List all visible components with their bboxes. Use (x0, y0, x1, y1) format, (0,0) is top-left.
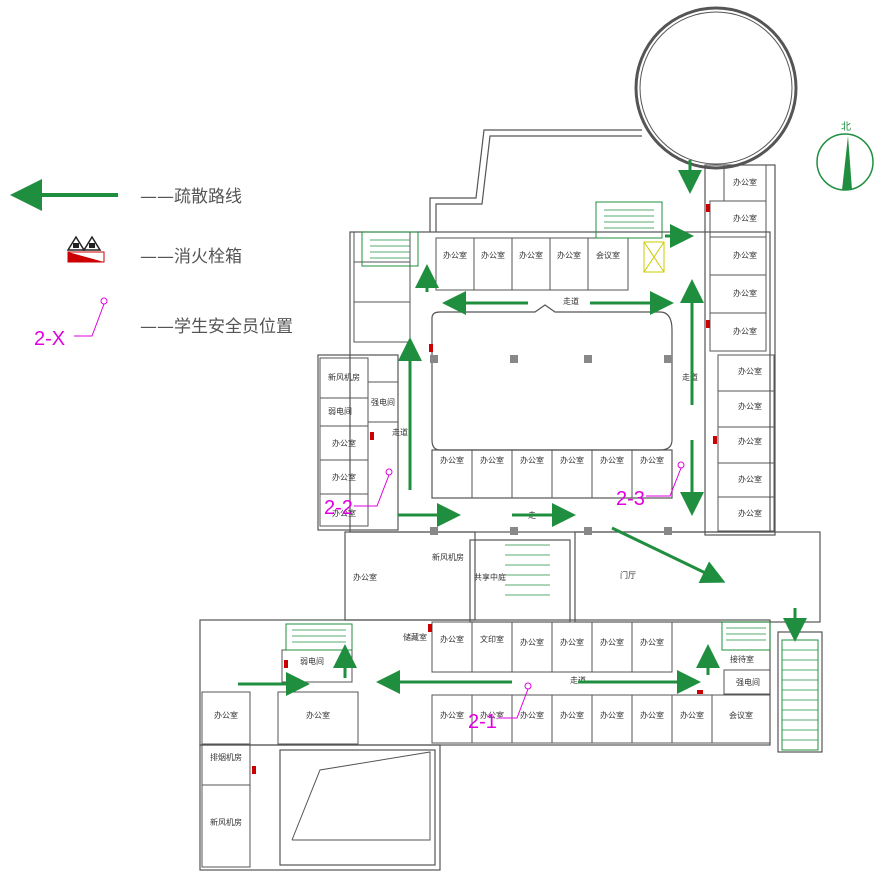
fire-hydrant-icon (706, 320, 710, 328)
room-label: 办公室 (733, 326, 757, 336)
rooms-courtyard-row (431, 449, 673, 499)
marker-2-1: 2-1 (468, 711, 497, 733)
fire-hydrant-boxes (252, 204, 717, 774)
room-label: 走道 (570, 675, 586, 685)
room-label: 共享中庭 (474, 572, 506, 582)
fire-hydrant-icon (428, 624, 432, 632)
room-label: 办公室 (520, 455, 544, 465)
legend-safety-officer-label: ——学生安全员位置 (140, 317, 293, 337)
room-label: 办公室 (520, 710, 544, 720)
room-label: 文印室 (480, 634, 504, 644)
rooms-lower-block (201, 621, 771, 868)
fire-hydrant-icon (713, 436, 717, 444)
room-label: 储藏室 (403, 632, 427, 642)
room-label: 办公室 (440, 634, 464, 644)
legend-evacuation-route-label: ——疏散路线 (140, 187, 242, 207)
room-label: 会议室 (729, 710, 753, 720)
room-label: 弱电间 (328, 406, 352, 416)
room-label: 办公室 (600, 637, 624, 647)
rooms-top-row (435, 237, 665, 291)
room-label: 办公室 (480, 710, 504, 720)
room-label: 办公室 (600, 710, 624, 720)
room-label: 办公室 (733, 250, 757, 260)
room-label: 办公室 (440, 710, 464, 720)
room-label: 弱电间 (300, 656, 324, 666)
room-label: 办公室 (353, 572, 377, 582)
room-label: 办公室 (306, 710, 330, 720)
legend-fire-hydrant-label: ——消火栓箱 (140, 247, 242, 267)
room-label: 强电间 (371, 397, 395, 407)
room-label: 办公室 (738, 366, 762, 376)
rooms-right-wing (709, 164, 775, 532)
room-label: 办公室 (733, 288, 757, 298)
room-label: 办公室 (332, 508, 356, 518)
room-labels: 办公室 办公室 办公室 办公室 会议室 走道 走道 走道 走 走道 办公室 办公… (210, 177, 762, 827)
evacuation-routes (238, 160, 807, 696)
legend (10, 179, 118, 337)
room-label: 办公室 (560, 710, 584, 720)
rooms-left-wing (319, 231, 411, 527)
safety-officer-markers (354, 461, 685, 719)
room-label: 办公室 (738, 508, 762, 518)
room-label: 办公室 (640, 455, 664, 465)
room-label: 办公室 (519, 250, 543, 260)
legend-hydrant-icon (66, 235, 105, 263)
compass-label: 北 (841, 121, 851, 133)
columns (430, 355, 672, 535)
room-label: 新风机房 (432, 552, 464, 562)
marker-2-2: 2-2 (324, 497, 353, 519)
marker-2-3: 2-3 (616, 488, 645, 510)
fire-hydrant-icon (429, 344, 433, 352)
room-label: 办公室 (560, 455, 584, 465)
room-label: 办公室 (440, 455, 464, 465)
fire-hydrant-icon (697, 690, 703, 694)
room-label: 办公室 (738, 474, 762, 484)
building-walls (199, 6, 823, 871)
room-label: 新风机房 (328, 372, 360, 382)
room-label: 办公室 (733, 213, 757, 223)
room-label: 办公室 (332, 438, 356, 448)
room-label: 办公室 (640, 710, 664, 720)
room-label: 排烟机房 (210, 752, 242, 762)
room-label: 强电间 (736, 677, 760, 687)
compass: 北 (816, 121, 874, 191)
room-label: 办公室 (443, 250, 467, 260)
legend-marker-icon (74, 297, 108, 337)
room-label: 办公室 (738, 436, 762, 446)
void-stair-outline (291, 751, 431, 841)
room-label: 办公室 (520, 637, 544, 647)
room-label: 办公室 (557, 250, 581, 260)
room-label: 办公室 (600, 455, 624, 465)
room-label: 接待室 (730, 654, 754, 664)
room-label: 办公室 (680, 710, 704, 720)
fire-hydrant-icon (370, 432, 374, 440)
room-label: 办公室 (733, 177, 757, 187)
room-label: 新风机房 (210, 817, 242, 827)
compass-needle-icon (842, 136, 852, 190)
room-label: 走道 (392, 427, 408, 437)
room-label: 办公室 (640, 637, 664, 647)
fire-hydrant-icon (706, 204, 710, 212)
room-label: 办公室 (560, 637, 584, 647)
room-label: 走道 (563, 296, 579, 306)
route-arrow (611, 526, 726, 584)
room-label: 办公室 (214, 710, 238, 720)
room-label: 门厅 (620, 570, 636, 580)
legend-marker-label: 2-X (34, 328, 65, 350)
room-label: 办公室 (480, 455, 504, 465)
room-label: 走道 (682, 372, 698, 382)
fire-hydrant-icon (252, 766, 256, 774)
fire-hydrant-icon (284, 660, 288, 668)
room-label: 办公室 (481, 250, 505, 260)
room-label: 会议室 (596, 250, 620, 260)
room-label: 办公室 (738, 401, 762, 411)
room-label: 办公室 (332, 472, 356, 482)
